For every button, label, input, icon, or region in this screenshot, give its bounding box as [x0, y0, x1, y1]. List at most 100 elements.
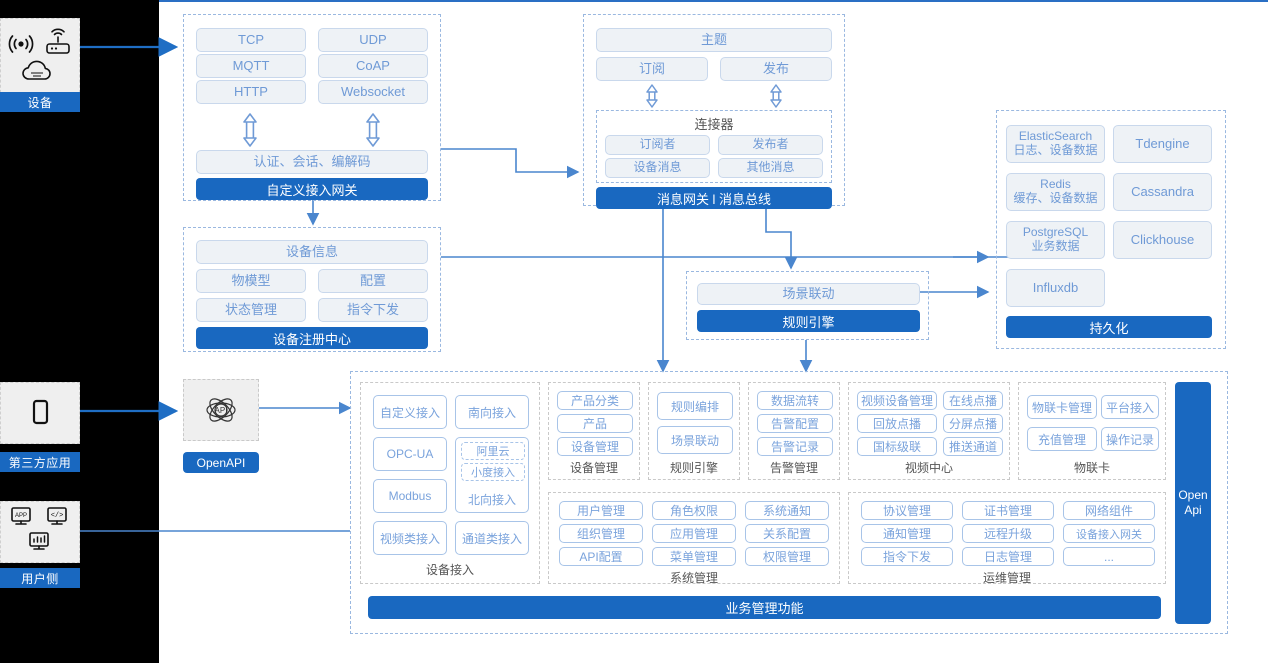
sm-menu-mgmt[interactable]: 菜单管理: [652, 547, 736, 566]
persistence-bar[interactable]: 持久化: [1006, 316, 1212, 338]
am-data-flow[interactable]: 数据流转: [757, 391, 833, 410]
om-log-mgmt[interactable]: 日志管理: [962, 547, 1054, 566]
vc-push-channel[interactable]: 推送通道: [943, 437, 1003, 456]
device-access-caption: 设备接入: [425, 563, 474, 577]
store-elasticsearch[interactable]: ElasticSearch 日志、设备数据: [1006, 125, 1105, 163]
device-registry-bar[interactable]: 设备注册中心: [196, 327, 428, 349]
ic-recharge-mgmt[interactable]: 充值管理: [1027, 427, 1097, 451]
device-mgmt-group: 产品分类 产品 设备管理 设备管理: [548, 382, 640, 480]
vc-online-vod[interactable]: 在线点播: [943, 391, 1003, 410]
store-cassandra[interactable]: Cassandra: [1113, 173, 1212, 211]
dm-product[interactable]: 产品: [557, 414, 633, 433]
ic-card-mgmt[interactable]: 物联卡管理: [1027, 395, 1097, 419]
protocol-udp[interactable]: UDP: [318, 28, 428, 52]
da-xiaodu[interactable]: 小度接入: [461, 463, 525, 481]
open-api-vertical-bar[interactable]: Open Api: [1175, 382, 1211, 624]
om-net-component[interactable]: 网络组件: [1063, 501, 1155, 520]
om-remote-upgrade[interactable]: 远程升级: [962, 524, 1054, 543]
device-card: [0, 18, 80, 98]
svg-text:API: API: [215, 406, 228, 415]
device-info-pill[interactable]: 设备信息: [196, 240, 428, 264]
ic-operation-log[interactable]: 操作记录: [1101, 427, 1159, 451]
protocol-http[interactable]: HTTP: [196, 80, 306, 104]
thirdparty-card: [0, 382, 80, 444]
sm-perm-mgmt[interactable]: 权限管理: [745, 547, 829, 566]
da-opc-ua[interactable]: OPC-UA: [373, 437, 447, 471]
config-pill[interactable]: 配置: [318, 269, 428, 293]
am-alarm-record[interactable]: 告警记录: [757, 437, 833, 456]
message-bus-bar[interactable]: 消息网关 l 消息总线: [596, 187, 832, 209]
protocol-coap[interactable]: CoAP: [318, 54, 428, 78]
om-protocol-mgmt[interactable]: 协议管理: [861, 501, 953, 520]
auth-session-codec[interactable]: 认证、会话、编解码: [196, 150, 428, 174]
om-device-gateway[interactable]: 设备接入网关: [1063, 524, 1155, 543]
protocol-websocket[interactable]: Websocket: [318, 80, 428, 104]
store-redis[interactable]: Redis 缓存、设备数据: [1006, 173, 1105, 211]
persistence-group: ElasticSearch 日志、设备数据 Tdengine Redis 缓存、…: [996, 110, 1226, 349]
store-influxdb[interactable]: Influxdb: [1006, 269, 1105, 307]
dm-product-category[interactable]: 产品分类: [557, 391, 633, 410]
publish-pill[interactable]: 发布: [720, 57, 832, 81]
rules-engine-bar[interactable]: 规则引擎: [697, 310, 920, 332]
sm-user-mgmt[interactable]: 用户管理: [559, 501, 643, 520]
rc-scene-linkage[interactable]: 场景联动: [657, 426, 733, 454]
vc-video-device-mgmt[interactable]: 视频设备管理: [857, 391, 937, 410]
sm-org-mgmt[interactable]: 组织管理: [559, 524, 643, 543]
vc-playback-vod[interactable]: 回放点播: [857, 414, 937, 433]
device-access-group: 自定义接入 南向接入 OPC-UA Modbus 阿里云 小度接入 北向接入 视…: [360, 382, 540, 584]
sm-relation-cfg[interactable]: 关系配置: [745, 524, 829, 543]
openapi-label-bar[interactable]: OpenAPI: [183, 452, 259, 473]
connector-device-msg[interactable]: 设备消息: [605, 158, 710, 178]
connector-publisher[interactable]: 发布者: [718, 135, 823, 155]
openapi-card: API: [183, 379, 259, 441]
state-mgmt-pill[interactable]: 状态管理: [196, 298, 306, 322]
da-video-access[interactable]: 视频类接入: [373, 521, 447, 555]
am-alarm-config[interactable]: 告警配置: [757, 414, 833, 433]
da-northbound[interactable]: 阿里云 小度接入 北向接入: [455, 437, 529, 513]
sm-app-mgmt[interactable]: 应用管理: [652, 524, 736, 543]
router-icon: [46, 28, 70, 54]
store-elasticsearch-name: ElasticSearch: [1018, 129, 1093, 144]
business-function-bar[interactable]: 业务管理功能: [368, 596, 1161, 619]
store-postgresql[interactable]: PostgreSQL 业务数据: [1006, 221, 1105, 259]
updown-arrow-icon-subscribe: [646, 84, 658, 108]
signal-icon: [8, 35, 34, 53]
command-pill[interactable]: 指令下发: [318, 298, 428, 322]
store-redis-sub: 缓存、设备数据: [1013, 191, 1098, 205]
connector-group: 连接器 订阅者 发布者 设备消息 其他消息: [596, 110, 832, 183]
store-redis-name: Redis: [1040, 177, 1071, 192]
store-tdengine[interactable]: Tdengine: [1113, 125, 1212, 163]
vc-gb-cascade[interactable]: 国标级联: [857, 437, 937, 456]
thing-model-pill[interactable]: 物模型: [196, 269, 306, 293]
protocol-tcp[interactable]: TCP: [196, 28, 306, 52]
dm-device-mgmt[interactable]: 设备管理: [557, 437, 633, 456]
rules-col-caption: 规则引擎: [669, 461, 718, 475]
topic-pill[interactable]: 主题: [596, 28, 832, 52]
protocol-mqtt[interactable]: MQTT: [196, 54, 306, 78]
ic-platform-access[interactable]: 平台接入: [1101, 395, 1159, 419]
da-aliyun[interactable]: 阿里云: [461, 442, 525, 460]
om-notice-mgmt[interactable]: 通知管理: [861, 524, 953, 543]
sm-sys-notice[interactable]: 系统通知: [745, 501, 829, 520]
store-clickhouse[interactable]: Clickhouse: [1113, 221, 1212, 259]
om-cert-mgmt[interactable]: 证书管理: [962, 501, 1054, 520]
da-modbus[interactable]: Modbus: [373, 479, 447, 513]
scene-linkage-pill[interactable]: 场景联动: [697, 283, 920, 305]
da-custom-access[interactable]: 自定义接入: [373, 395, 447, 429]
om-more[interactable]: ...: [1063, 547, 1155, 566]
subscribe-pill[interactable]: 订阅: [596, 57, 708, 81]
connector-other-msg[interactable]: 其他消息: [718, 158, 823, 178]
vc-split-screen-vod[interactable]: 分屏点播: [943, 414, 1003, 433]
om-command-send[interactable]: 指令下发: [861, 547, 953, 566]
device-icons-group: [8, 28, 70, 80]
sm-api-config[interactable]: API配置: [559, 547, 643, 566]
rc-rule-orchestration[interactable]: 规则编排: [657, 392, 733, 420]
system-mgmt-caption: 系统管理: [669, 571, 718, 585]
da-southbound[interactable]: 南向接入: [455, 395, 529, 429]
device-label: 设备: [0, 92, 80, 112]
connector-subscriber[interactable]: 订阅者: [605, 135, 710, 155]
da-channel-access[interactable]: 通道类接入: [455, 521, 529, 555]
updown-arrow-icon-publish: [770, 84, 782, 108]
sm-role-perm[interactable]: 角色权限: [652, 501, 736, 520]
custom-access-gateway-bar[interactable]: 自定义接入网关: [196, 178, 428, 200]
